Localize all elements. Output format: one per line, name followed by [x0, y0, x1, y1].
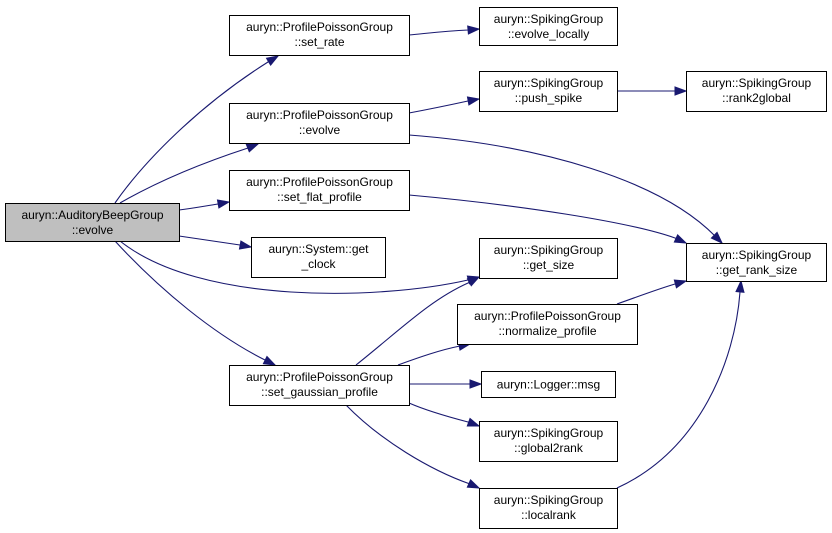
- arrowhead-sg_push_spike-to-sg_rank2global: [674, 86, 688, 96]
- node-label-line1: auryn::Logger::msg: [497, 378, 600, 392]
- node-box: [686, 71, 827, 112]
- node-label-line2: ::evolve: [72, 223, 114, 237]
- node-label-line1: auryn::SpikingGroup: [702, 248, 812, 262]
- node-label-line1: auryn::SpikingGroup: [494, 493, 604, 507]
- edge-ppg_evolve-to-sg_get_rank_size: [408, 134, 723, 244]
- node-label-line2: ::set_flat_profile: [277, 190, 362, 204]
- arrowhead-sg_localrank-to-sg_get_rank_size: [735, 279, 745, 293]
- node-ppg_evolve[interactable]: auryn::ProfilePoissonGroup::evolve: [229, 103, 410, 144]
- arrowhead-ppg_set_gauss-to-sg_localrank: [466, 479, 481, 489]
- node-box: [457, 304, 638, 345]
- call-graph-nodes: auryn::AuditoryBeepGroup::evolveauryn::P…: [5, 7, 827, 529]
- arrowhead-ppg_normalize-to-sg_get_rank_size: [673, 279, 688, 289]
- edge-root-to-sg_get_size: [119, 240, 480, 294]
- arrowhead-ppg_set_gauss-to-logger_msg: [469, 379, 483, 389]
- arrowhead-root-to-ppg_set_rate: [265, 55, 280, 66]
- arrowhead-ppg_set_rate-to-sg_evolve_locally: [467, 25, 481, 35]
- node-label-line2: ::normalize_profile: [498, 324, 596, 338]
- node-box: [479, 71, 618, 112]
- edge-sg_localrank-to-sg_get_rank_size: [616, 280, 742, 489]
- node-box: [229, 170, 410, 211]
- edge-root-to-ppg_evolve: [119, 143, 259, 204]
- node-label-line2: ::localrank: [521, 508, 577, 522]
- arrowhead-root-to-ppg_evolve: [245, 143, 260, 153]
- edge-ppg_set_flat-to-sg_get_rank_size: [408, 194, 687, 244]
- arrowhead-root-to-sys_get_clock: [238, 240, 253, 250]
- node-box: [229, 365, 410, 406]
- node-ppg_normalize[interactable]: auryn::ProfilePoissonGroup::normalize_pr…: [457, 304, 638, 345]
- call-graph-edges: [114, 25, 745, 489]
- node-box: [479, 421, 618, 462]
- arrowhead-ppg_set_gauss-to-sg_get_size: [466, 276, 481, 287]
- node-box: [251, 237, 386, 278]
- node-label-line1: auryn::SpikingGroup: [494, 76, 604, 90]
- node-logger_msg[interactable]: auryn::Logger::msg: [481, 371, 616, 398]
- arrowhead-ppg_evolve-to-sg_get_rank_size: [710, 231, 724, 245]
- node-sg_global2rank[interactable]: auryn::SpikingGroup::global2rank: [479, 421, 618, 462]
- node-label-line1: auryn::SpikingGroup: [494, 426, 604, 440]
- node-sg_push_spike[interactable]: auryn::SpikingGroup::push_spike: [479, 71, 618, 112]
- node-box: [481, 371, 616, 398]
- arrowhead-root-to-ppg_set_flat: [216, 199, 231, 209]
- node-label-line2: ::get_size: [523, 258, 575, 272]
- node-label-line2: ::rank2global: [722, 91, 791, 105]
- node-label-line2: ::set_rate: [294, 35, 344, 49]
- node-label-line1: auryn::AuditoryBeepGroup: [21, 208, 163, 222]
- node-label-line2: ::set_gaussian_profile: [261, 385, 378, 399]
- node-label-line1: auryn::System::get: [268, 242, 369, 256]
- node-label-line1: auryn::ProfilePoissonGroup: [474, 309, 621, 323]
- node-box: [5, 203, 180, 242]
- node-label-line2: ::global2rank: [514, 441, 584, 455]
- node-box: [229, 15, 410, 56]
- node-label-line1: auryn::ProfilePoissonGroup: [246, 370, 393, 384]
- node-box: [686, 243, 827, 282]
- node-sg_get_size[interactable]: auryn::SpikingGroup::get_size: [479, 238, 618, 279]
- node-box: [229, 103, 410, 144]
- node-box: [479, 488, 618, 529]
- node-root[interactable]: auryn::AuditoryBeepGroup::evolve: [5, 203, 180, 242]
- node-ppg_set_gauss[interactable]: auryn::ProfilePoissonGroup::set_gaussian…: [229, 365, 410, 406]
- node-sg_localrank[interactable]: auryn::SpikingGroup::localrank: [479, 488, 618, 529]
- node-sg_get_rank_size[interactable]: auryn::SpikingGroup::get_rank_size: [686, 243, 827, 282]
- edge-ppg_set_gauss-to-sg_localrank: [345, 404, 480, 489]
- arrowhead-ppg_set_gauss-to-sg_global2rank: [466, 417, 481, 427]
- node-box: [479, 7, 618, 46]
- edge-ppg_set_gauss-to-sg_global2rank: [408, 402, 480, 427]
- arrowhead-ppg_evolve-to-sg_push_spike: [466, 96, 481, 106]
- node-label-line2: ::evolve_locally: [508, 27, 589, 41]
- node-label-line1: auryn::SpikingGroup: [494, 243, 604, 257]
- node-sg_rank2global[interactable]: auryn::SpikingGroup::rank2global: [686, 71, 827, 112]
- node-sg_evolve_locally[interactable]: auryn::SpikingGroup::evolve_locally: [479, 7, 618, 46]
- node-label-line1: auryn::SpikingGroup: [702, 76, 812, 90]
- node-label-line2: _clock: [300, 257, 336, 271]
- arrowhead-ppg_set_flat-to-sg_get_rank_size: [673, 233, 688, 244]
- arrowhead-root-to-ppg_set_gauss: [262, 355, 277, 366]
- edge-root-to-ppg_set_gauss: [114, 240, 276, 366]
- node-label-line1: auryn::ProfilePoissonGroup: [246, 20, 393, 34]
- node-sys_get_clock[interactable]: auryn::System::get_clock: [251, 237, 386, 278]
- node-label-line1: auryn::SpikingGroup: [494, 12, 604, 26]
- node-label-line2: ::evolve: [299, 123, 341, 137]
- node-ppg_set_flat[interactable]: auryn::ProfilePoissonGroup::set_flat_pro…: [229, 170, 410, 211]
- edge-root-to-ppg_set_rate: [114, 55, 279, 204]
- node-label-line1: auryn::ProfilePoissonGroup: [246, 175, 393, 189]
- edge-ppg_set_gauss-to-sg_get_size: [355, 276, 480, 366]
- node-box: [479, 238, 618, 279]
- node-ppg_set_rate[interactable]: auryn::ProfilePoissonGroup::set_rate: [229, 15, 410, 56]
- node-label-line2: ::push_spike: [515, 91, 583, 105]
- node-label-line1: auryn::ProfilePoissonGroup: [246, 108, 393, 122]
- node-label-line2: ::get_rank_size: [716, 263, 798, 277]
